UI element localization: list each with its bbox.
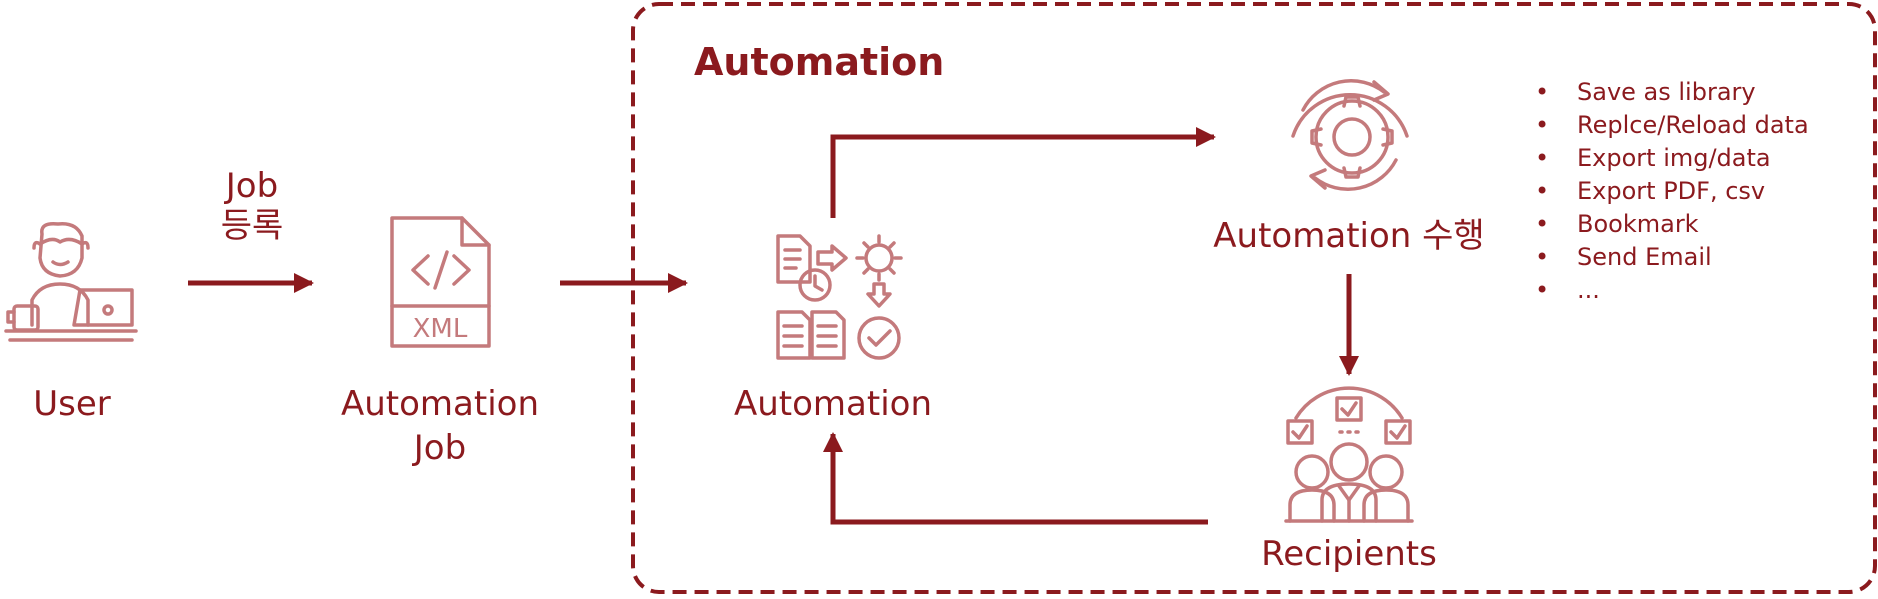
- list-item: • Send Email: [1535, 241, 1809, 274]
- user-laptop-icon: [4, 221, 138, 342]
- bullet: •: [1535, 177, 1550, 205]
- automation-job-line1: Automation: [340, 384, 540, 424]
- bullet: •: [1535, 111, 1550, 139]
- list-item: • Export img/data: [1535, 142, 1809, 175]
- bullet: •: [1535, 78, 1550, 106]
- job-register-line2: 등록: [220, 206, 284, 246]
- bullet: •: [1535, 276, 1550, 304]
- feature-text: Send Email: [1577, 243, 1712, 271]
- feature-text: Replce/Reload data: [1577, 111, 1809, 139]
- list-item: • Save as library: [1535, 76, 1809, 109]
- feature-list: • Save as library • Replce/Reload data • Ex…: [1535, 76, 1809, 307]
- arrow-automation-to-run: [830, 127, 1216, 218]
- feature-text: Bookmark: [1577, 210, 1699, 238]
- list-item: • Replce/Reload data: [1535, 109, 1809, 142]
- list-item: • Bookmark: [1535, 208, 1809, 241]
- bullet: •: [1535, 243, 1550, 271]
- feature-text: Export img/data: [1577, 144, 1771, 172]
- recipients-group-icon: [1284, 386, 1414, 523]
- gear-cycle-icon: [1291, 78, 1409, 192]
- list-item: •...: [1535, 274, 1809, 307]
- list-item: • Export PDF, csv: [1535, 175, 1809, 208]
- user-label: User: [33, 384, 111, 424]
- feature-text: ...: [1577, 276, 1600, 304]
- bullet: •: [1535, 144, 1550, 172]
- automation-run-label: Automation 수행: [1213, 216, 1485, 256]
- automation-container-box: [631, 2, 1877, 594]
- xml-icon-text: XML: [413, 314, 468, 344]
- job-register-label: Job 등록: [200, 166, 304, 246]
- workflow-automation-icon: [776, 234, 903, 360]
- feature-text: Export PDF, csv: [1577, 177, 1766, 205]
- automation-label: Automation: [733, 384, 933, 424]
- bullet: •: [1535, 210, 1550, 238]
- feature-text: Save as library: [1577, 78, 1756, 106]
- job-register-line1: Job: [225, 166, 279, 206]
- arrow-recipients-to-automation: [823, 432, 1208, 525]
- automation-job-label: Automation Job: [330, 382, 550, 470]
- xml-file-icon: [390, 216, 491, 348]
- automation-box-title: Automation: [694, 40, 945, 84]
- recipients-label: Recipients: [1261, 534, 1437, 574]
- automation-job-line2: Job: [413, 428, 467, 468]
